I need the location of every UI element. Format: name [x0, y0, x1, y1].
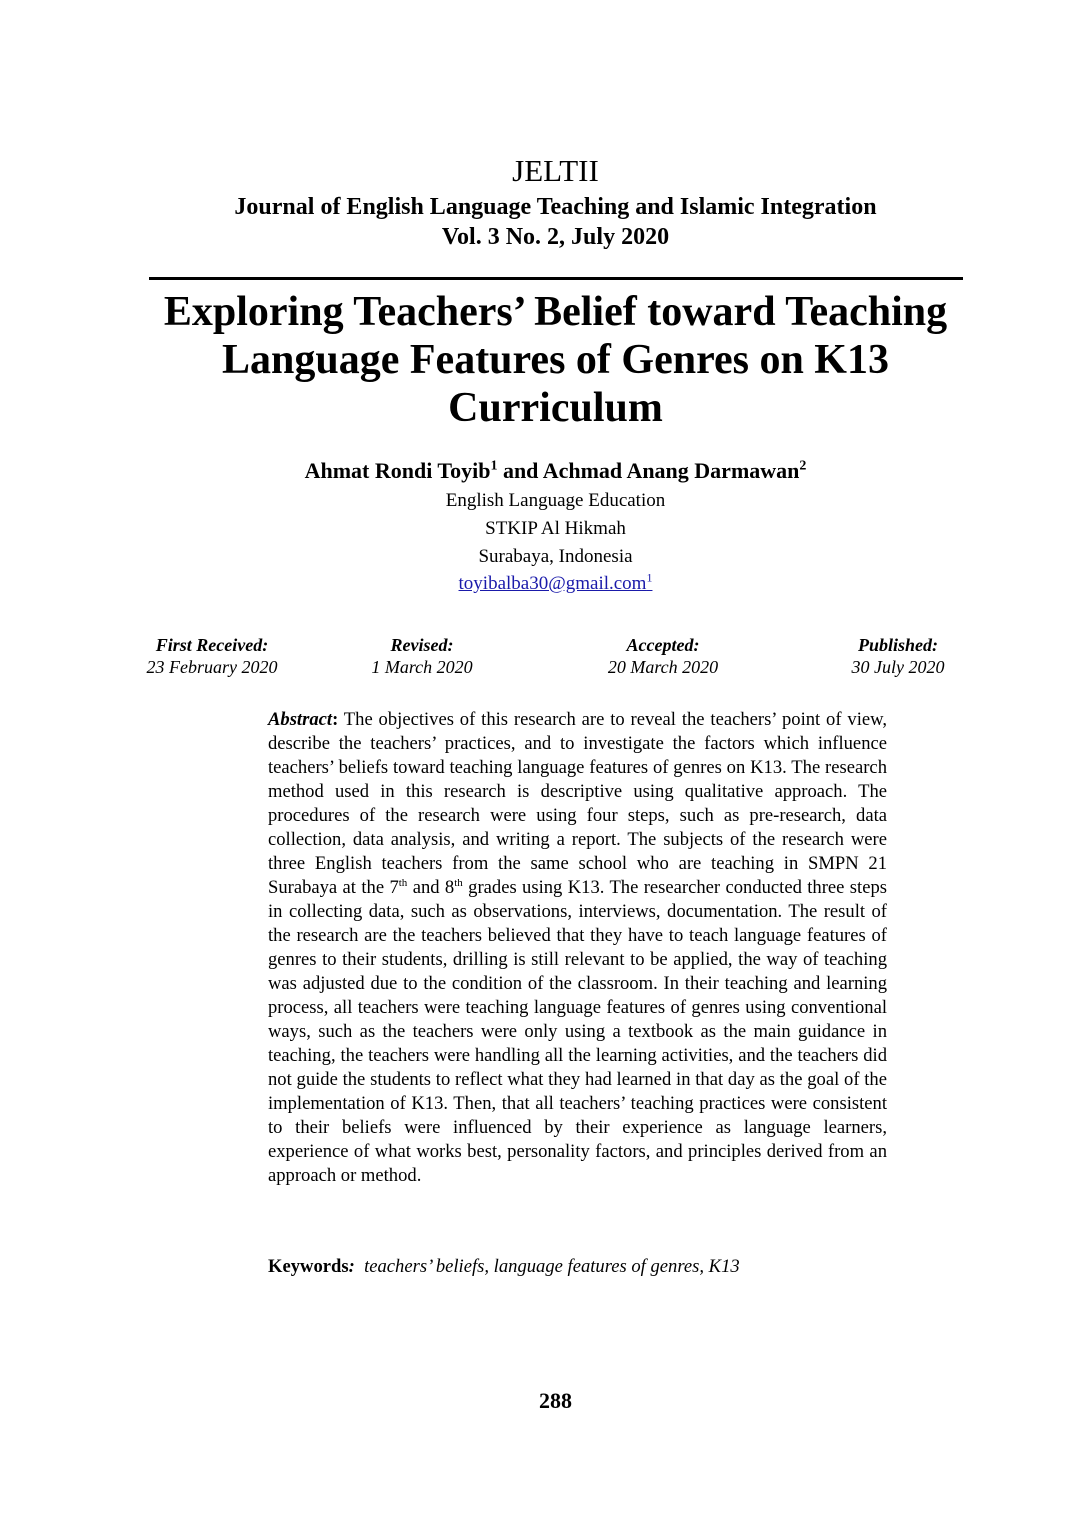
journal-short-name: JELTII — [512, 153, 599, 188]
author-name: Achmad Anang Darmawan — [542, 458, 800, 483]
date-accepted: Accepted: 20 March 2020 — [588, 634, 738, 678]
affiliation-institution: STKIP Al Hikmah — [485, 518, 626, 539]
affiliation-location: Surabaya, Indonesia — [478, 546, 633, 567]
article-title-line: Language Features of Genres on K13 — [222, 337, 889, 383]
header-divider — [149, 277, 963, 280]
email-marker: 1 — [646, 570, 653, 585]
date-value: 23 February 2020 — [146, 657, 278, 677]
page-number: 288 — [539, 1388, 572, 1413]
date-revised: Revised: 1 March 2020 — [352, 634, 492, 678]
abstract-text: The objectives of this research are to r… — [268, 709, 887, 898]
email-link[interactable]: toyibalba30@gmail.com1 — [458, 570, 653, 594]
date-label: Accepted: — [626, 635, 700, 655]
date-label: Published: — [857, 635, 938, 655]
keywords-label: Keywords — [268, 1256, 349, 1277]
abstract-label: Abstract — [268, 709, 333, 730]
keywords-value: teachers’ beliefs, language features of … — [364, 1256, 740, 1277]
affiliation-department: English Language Education — [445, 490, 666, 511]
ordinal-suffix: th — [454, 876, 463, 889]
ordinal-suffix: th — [398, 876, 408, 889]
article-title-line: Curriculum — [448, 385, 663, 431]
date-value: 1 March 2020 — [371, 657, 473, 677]
author-affiliation-marker: 2 — [799, 458, 807, 474]
article-title: Exploring Teachers’ Belief toward Teachi… — [100, 288, 1011, 432]
author-name: Ahmat Rondi Toyib — [304, 458, 491, 483]
date-published: Published: 30 July 2020 — [838, 634, 958, 678]
abstract: Abstract: The objectives of this researc… — [268, 708, 887, 1188]
abstract-text: grades using K13. The researcher conduct… — [268, 877, 887, 1186]
date-value: 30 July 2020 — [851, 657, 945, 677]
article-title-line: Exploring Teachers’ Belief toward Teachi… — [163, 289, 948, 335]
date-first-received: First Received: 23 February 2020 — [132, 634, 292, 678]
date-label: Revised: — [390, 635, 454, 655]
keywords: Keywords: teachers’ beliefs, language fe… — [268, 1255, 887, 1279]
author-connector: and — [497, 458, 543, 483]
abstract-colon: : — [332, 709, 339, 730]
author-list: Ahmat Rondi Toyib1 and Achmad Anang Darm… — [0, 456, 1075, 486]
journal-full-name: Journal of English Language Teaching and… — [234, 194, 877, 220]
author-affiliation-marker: 1 — [490, 458, 498, 474]
date-label: First Received: — [155, 635, 269, 655]
keywords-colon: : — [348, 1256, 355, 1277]
date-value: 20 March 2020 — [607, 657, 719, 677]
affiliation-email-line: toyibalba30@gmail.com1 — [0, 572, 1075, 596]
email-address: toyibalba30@gmail.com — [458, 573, 647, 594]
journal-volume: Vol. 3 No. 2, July 2020 — [441, 224, 670, 250]
abstract-text: and 8 — [407, 877, 455, 898]
